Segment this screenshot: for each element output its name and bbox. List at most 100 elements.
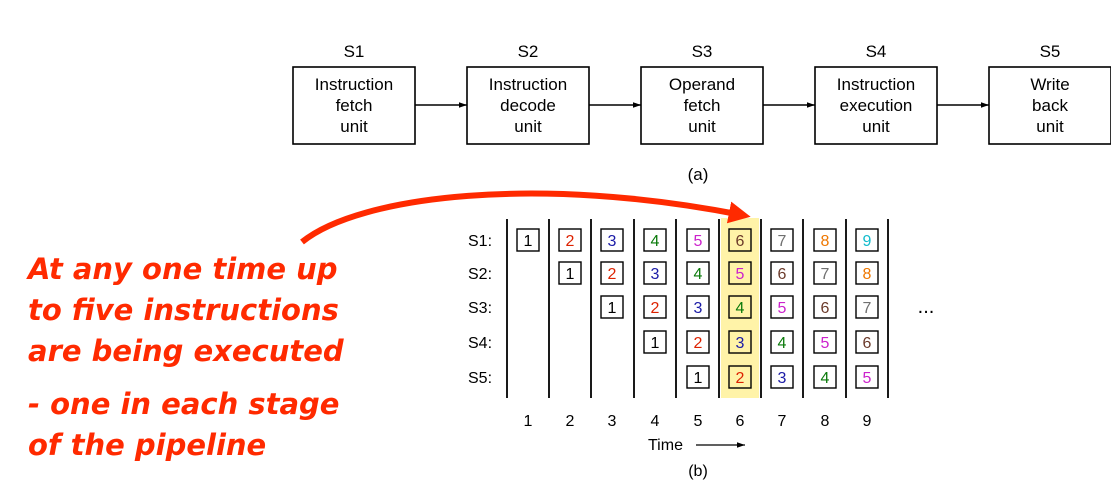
- instruction-cell: [855, 228, 879, 252]
- instruction-cell: [728, 228, 752, 252]
- stage-unit-label: Instruction: [837, 75, 915, 94]
- instruction-number: 5: [736, 266, 745, 283]
- time-tick-label: 3: [608, 413, 617, 430]
- row-label: S4:: [468, 335, 492, 352]
- row-label: S3:: [468, 300, 492, 317]
- instruction-number: 3: [694, 300, 703, 317]
- instruction-number: 2: [651, 300, 660, 317]
- stage-unit-label: unit: [862, 117, 890, 136]
- instruction-number: 3: [651, 266, 660, 283]
- stage-unit-label: unit: [688, 117, 716, 136]
- stage-id-label: S3: [692, 42, 713, 61]
- time-tick-label: 5: [694, 413, 703, 430]
- stage-unit-label: fetch: [336, 96, 373, 115]
- instruction-number: 8: [863, 266, 872, 283]
- instruction-cell: [686, 261, 710, 285]
- instruction-number: 7: [863, 300, 872, 317]
- instruction-number: 6: [778, 266, 787, 283]
- row-label: S5:: [468, 370, 492, 387]
- time-tick-label: 9: [863, 413, 872, 430]
- stage-unit-label: fetch: [684, 96, 721, 115]
- instruction-number: 1: [608, 300, 617, 317]
- instruction-cell: [686, 365, 710, 389]
- instruction-number: 4: [694, 266, 703, 283]
- annotation-line: to five instructions: [28, 293, 339, 327]
- instruction-number: 5: [778, 300, 787, 317]
- stage-unit-label: Instruction: [489, 75, 567, 94]
- caption-b: (b): [688, 463, 708, 480]
- highlight-column: [721, 218, 759, 398]
- time-axis-label: Time: [648, 437, 683, 454]
- annotation-arrow: [300, 190, 751, 245]
- instruction-number: 2: [608, 266, 617, 283]
- stage-unit-label: unit: [514, 117, 542, 136]
- instruction-number: 8: [821, 233, 830, 250]
- instruction-number: 4: [778, 335, 787, 352]
- instruction-cell: [686, 295, 710, 319]
- annotation-line: At any one time up: [28, 252, 338, 286]
- instruction-cell: [558, 228, 582, 252]
- stage-id-label: S5: [1040, 42, 1061, 61]
- instruction-cell: [813, 330, 837, 354]
- annotation-line: - one in each stage: [28, 387, 340, 421]
- instruction-cell: [643, 261, 667, 285]
- time-tick-label: 6: [736, 413, 745, 430]
- annotation-line: are being executed: [28, 334, 344, 368]
- instruction-cell: [770, 295, 794, 319]
- instruction-number: 7: [778, 233, 787, 250]
- instruction-number: 4: [736, 300, 745, 317]
- instruction-cell: [728, 261, 752, 285]
- instruction-number: 6: [821, 300, 830, 317]
- stage-unit-label: Instruction: [315, 75, 393, 94]
- caption-a: (a): [688, 165, 709, 184]
- instruction-cell: [600, 295, 624, 319]
- instruction-cell: [855, 365, 879, 389]
- instruction-cell: [728, 330, 752, 354]
- time-tick-label: 4: [651, 413, 660, 430]
- instruction-number: 5: [863, 370, 872, 387]
- time-tick-label: 1: [524, 413, 533, 430]
- instruction-number: 1: [524, 233, 533, 250]
- instruction-cell: [686, 228, 710, 252]
- instruction-number: 7: [821, 266, 830, 283]
- annotation-line: of the pipeline: [28, 428, 267, 462]
- pipeline-stages: S1InstructionfetchunitS2Instructiondecod…: [292, 42, 1111, 184]
- instruction-number: 3: [608, 233, 617, 250]
- instruction-cell: [516, 228, 540, 252]
- instruction-cell: [813, 261, 837, 285]
- instruction-cell: [600, 261, 624, 285]
- instruction-number: 2: [694, 335, 703, 352]
- instruction-cell: [643, 330, 667, 354]
- instruction-number: 5: [694, 233, 703, 250]
- instruction-number: 6: [863, 335, 872, 352]
- time-tick-label: 8: [821, 413, 830, 430]
- instruction-cell: [600, 228, 624, 252]
- stage-unit-label: execution: [840, 96, 913, 115]
- instruction-number: 1: [651, 335, 660, 352]
- continuation-ellipsis: ...: [918, 296, 935, 318]
- time-tick-label: 2: [566, 413, 575, 430]
- instruction-cell: [558, 261, 582, 285]
- instruction-cell: [770, 228, 794, 252]
- instruction-cell: [855, 261, 879, 285]
- row-label: S2:: [468, 266, 492, 283]
- instruction-cell: [770, 261, 794, 285]
- instruction-number: 3: [736, 335, 745, 352]
- instruction-cell: [770, 365, 794, 389]
- instruction-number: 5: [821, 335, 830, 352]
- instruction-cell: [770, 330, 794, 354]
- stage-unit-label: back: [1032, 96, 1068, 115]
- stage-id-label: S4: [866, 42, 887, 61]
- instruction-cell: [813, 295, 837, 319]
- instruction-number: 2: [566, 233, 575, 250]
- instruction-cell: [728, 365, 752, 389]
- instruction-cell: [643, 295, 667, 319]
- instruction-cell: [855, 330, 879, 354]
- instruction-number: 3: [778, 370, 787, 387]
- stage-unit-label: unit: [1036, 117, 1064, 136]
- stage-unit-label: decode: [500, 96, 556, 115]
- instruction-number: 4: [821, 370, 830, 387]
- instruction-cell: [643, 228, 667, 252]
